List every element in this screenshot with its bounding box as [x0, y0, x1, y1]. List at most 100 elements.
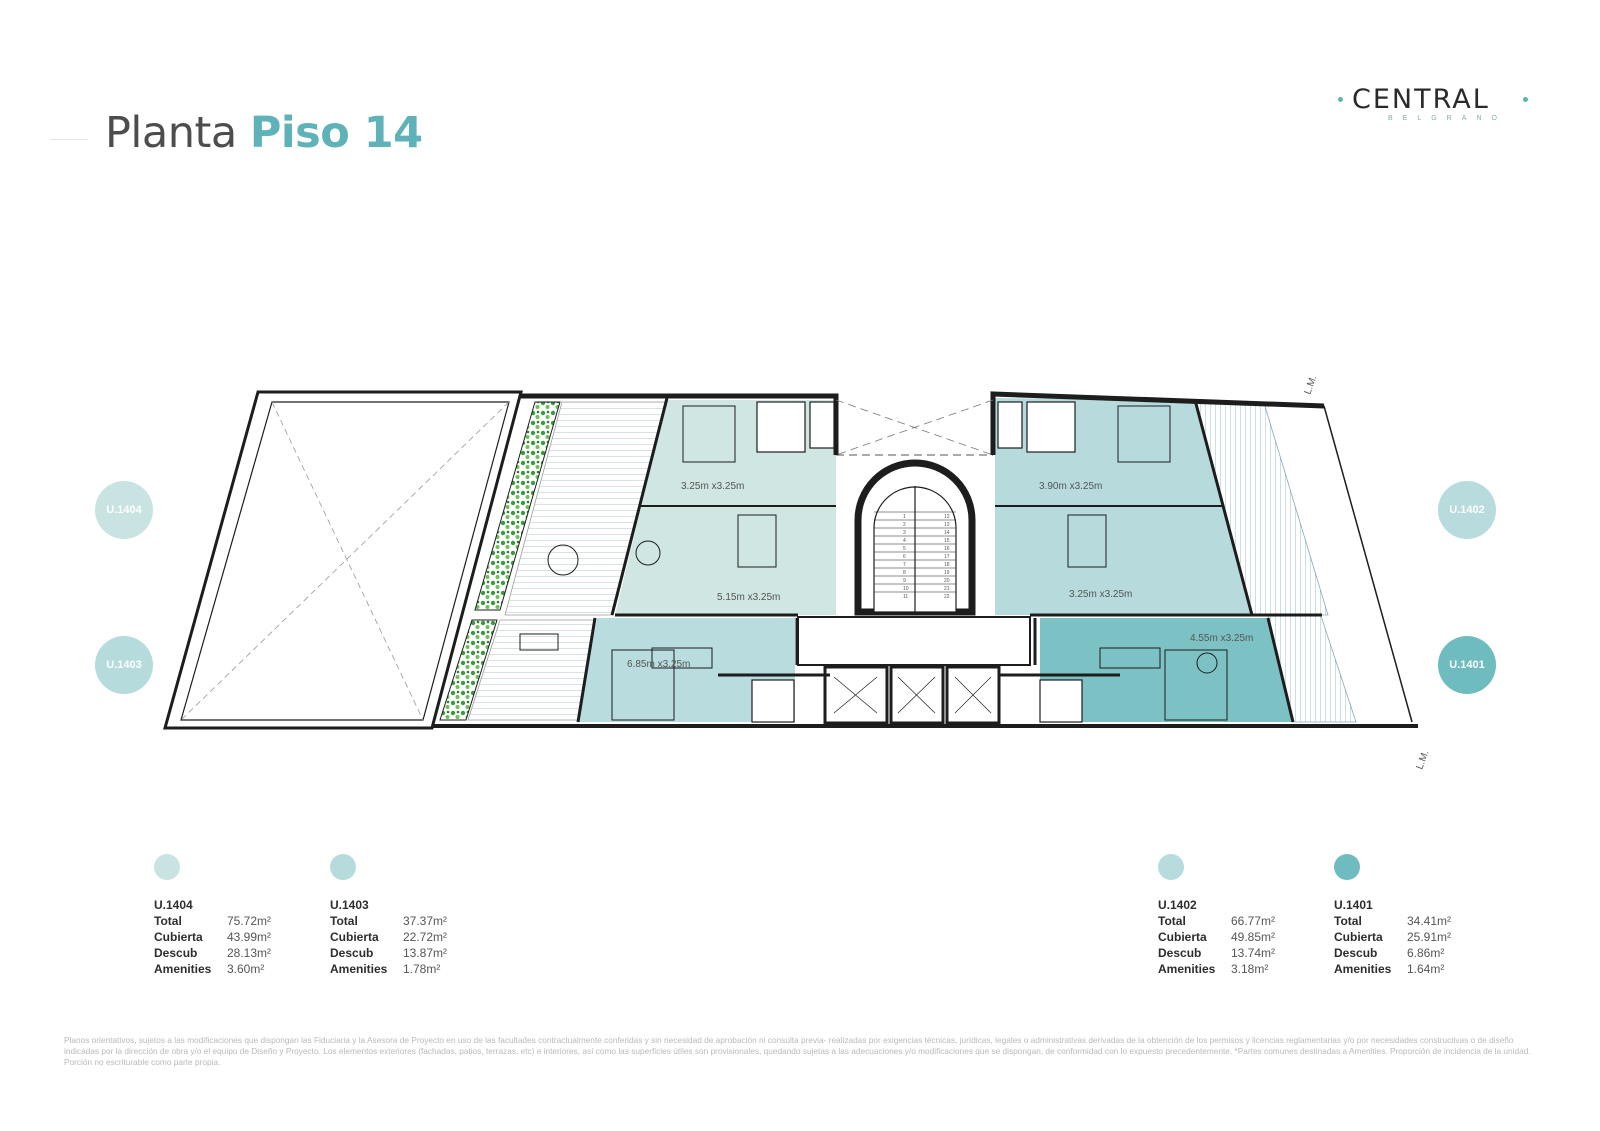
area-value: 13.87m²	[403, 946, 448, 960]
page-title: Planta Piso 14	[105, 108, 423, 158]
area-row: Cubierta 25.91m²	[1334, 929, 1451, 945]
area-row: Total 75.72m²	[154, 913, 271, 929]
stair-step-number: 15	[944, 538, 950, 544]
planter-upper	[474, 401, 561, 611]
area-value: 75.72m²	[227, 914, 272, 928]
logo-dot-left	[1338, 97, 1343, 102]
area-value: 1.64m²	[1407, 962, 1445, 976]
room-dimension-label: 6.85m x3.25m	[627, 659, 690, 670]
unit-card-title: U.1403	[330, 898, 369, 912]
unit-swatch	[1158, 854, 1184, 880]
area-label: Amenities	[330, 962, 388, 976]
area-row: Descub 13.74m²	[1158, 945, 1275, 961]
area-label: Cubierta	[154, 930, 203, 944]
unit-badge-u1402[interactable]: U.1402	[1438, 481, 1496, 539]
area-value: 49.85m²	[1231, 930, 1276, 944]
area-label: Cubierta	[1158, 930, 1207, 944]
lm-label-bottom: L.M.	[1414, 749, 1431, 771]
area-value: 22.72m²	[403, 930, 448, 944]
room-dimension-label: 3.25m x3.25m	[681, 481, 744, 492]
stair-step-number: 22	[944, 594, 950, 600]
unit-card-title: U.1404	[154, 898, 193, 912]
title-word-planta: Planta	[105, 108, 237, 158]
stair-step-number: 10	[903, 586, 909, 592]
area-row: Cubierta 43.99m²	[154, 929, 271, 945]
area-label: Total	[1158, 914, 1186, 928]
area-label: Descub	[1334, 946, 1378, 960]
common-landing	[797, 616, 1031, 666]
stair-step-number: 2	[903, 522, 906, 528]
area-label: Total	[330, 914, 358, 928]
structure-walls	[432, 391, 1418, 728]
title-accent-line	[50, 139, 88, 140]
area-value: 66.77m²	[1231, 914, 1276, 928]
stair-step-number: 9	[903, 578, 906, 584]
room-dimension-label: 4.55m x3.25m	[1190, 633, 1253, 644]
area-label: Total	[1334, 914, 1362, 928]
stair-step-number: 8	[903, 570, 906, 576]
unit-u1401-area	[1040, 618, 1293, 722]
area-value: 6.86m²	[1407, 946, 1445, 960]
unit-swatch	[154, 854, 180, 880]
unit-swatch	[330, 854, 356, 880]
area-label: Total	[154, 914, 182, 928]
room-dimension-label: 3.25m x3.25m	[1069, 589, 1132, 600]
area-value: 28.13m²	[227, 946, 272, 960]
stair-step-number: 18	[944, 562, 950, 568]
stair-step-number: 3	[903, 530, 906, 536]
stair-step-number: 12	[944, 514, 950, 520]
bed-icons	[611, 405, 1228, 721]
area-label: Amenities	[1158, 962, 1216, 976]
stair-step-number: 4	[903, 538, 906, 544]
stair-step-number: 19	[944, 570, 950, 576]
unit-card-u1402: U.1402 Total 66.77m² Cubierta 49.85m² Desc…	[1158, 854, 1275, 977]
unit-card-title: U.1401	[1334, 898, 1373, 912]
area-row: Descub 13.87m²	[330, 945, 447, 961]
stair-core	[854, 459, 976, 616]
lm-label-top: L.M.	[1302, 374, 1319, 396]
stair-step-number: 17	[944, 554, 950, 560]
elevator-bank	[823, 665, 1001, 725]
roof-cross-b	[835, 399, 994, 456]
bathrooms	[751, 401, 1083, 723]
unit-card-title: U.1402	[1158, 898, 1197, 912]
area-label: Cubierta	[1334, 930, 1383, 944]
area-value: 25.91m²	[1407, 930, 1452, 944]
room-dimension-labels: 3.25m x3.25m 5.15m x3.25m 6.85m x3.25m 3.90…	[627, 481, 1253, 670]
logo-subtitle: BELGRANO	[1388, 115, 1507, 122]
unit-badge-u1404[interactable]: U.1404	[95, 481, 153, 539]
stair-step-number: 14	[944, 530, 950, 536]
legal-disclaimer: Planos orientativos, sujetos a las modif…	[64, 1035, 1531, 1067]
area-row: Descub 28.13m²	[154, 945, 271, 961]
area-label: Descub	[1158, 946, 1202, 960]
unit-badge-u1403[interactable]: U.1403	[95, 636, 153, 694]
area-label: Descub	[154, 946, 198, 960]
area-value: 13.74m²	[1231, 946, 1276, 960]
unit-swatch	[1334, 854, 1360, 880]
stair-step-number: 13	[944, 522, 950, 528]
stair-step-number: 7	[903, 562, 906, 568]
room-dimension-label: 5.15m x3.25m	[717, 592, 780, 603]
room-dimension-label: 3.90m x3.25m	[1039, 481, 1102, 492]
stair-step-number: 5	[903, 546, 906, 552]
area-row: Amenities 3.60m²	[154, 961, 271, 977]
stair-step-number: 6	[903, 554, 906, 560]
unit-badge-u1401[interactable]: U.1401	[1438, 636, 1496, 694]
stair-step-number: 20	[944, 578, 950, 584]
area-value: 3.60m²	[227, 962, 265, 976]
area-label: Amenities	[154, 962, 212, 976]
stair-step-number: 21	[944, 586, 950, 592]
area-value: 43.99m²	[227, 930, 272, 944]
kitchen-counters	[651, 514, 1161, 669]
unit-u1403-area	[578, 618, 795, 722]
furniture	[519, 540, 1218, 674]
area-label: Descub	[330, 946, 374, 960]
area-value: 3.18m²	[1231, 962, 1269, 976]
area-row: Cubierta 49.85m²	[1158, 929, 1275, 945]
